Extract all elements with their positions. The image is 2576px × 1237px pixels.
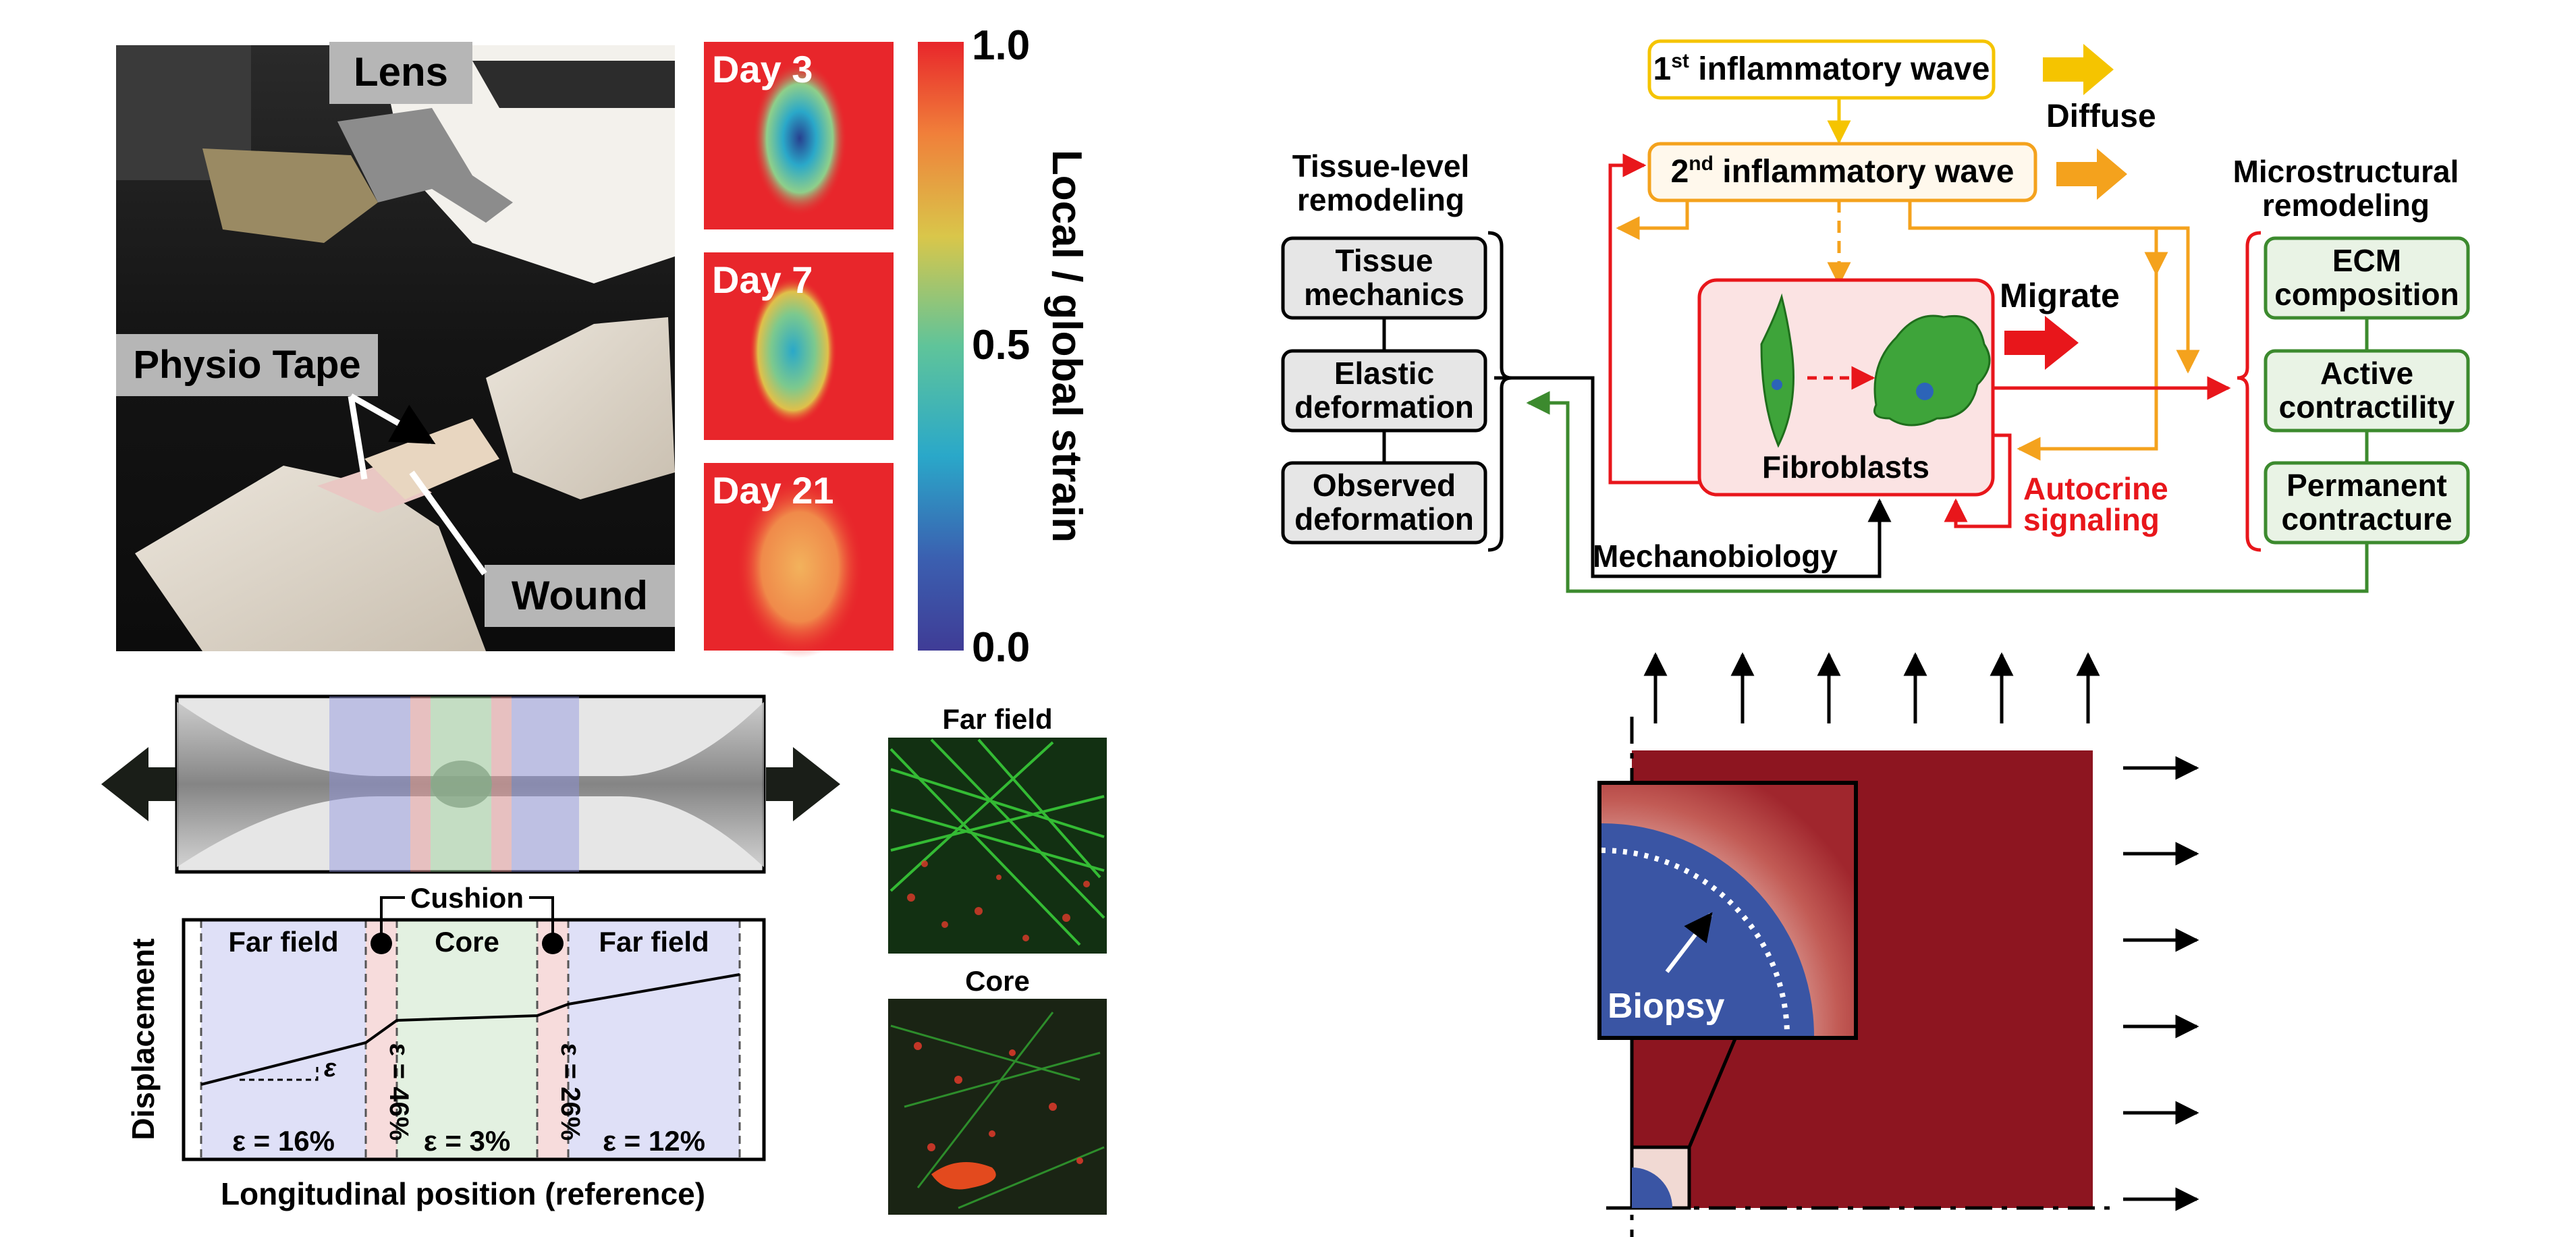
- biopsy-boundary: [1601, 848, 1790, 1037]
- day3-label: Day 3: [712, 48, 813, 90]
- mechanobiology-label: Mechanobiology: [1593, 539, 1838, 574]
- fibroblast-cell-right: [1873, 314, 1991, 427]
- wave1-box: 1st inflammatory wave: [1647, 39, 1996, 100]
- wave2-label: 2nd inflammatory wave: [1671, 153, 2015, 190]
- elastic-deformation-box: Elastic deformation: [1281, 349, 1487, 433]
- day7-label: Day 7: [712, 258, 813, 301]
- region-cushion-right: [537, 920, 568, 1159]
- permanent-contracture-box: Permanent contracture: [2264, 461, 2470, 545]
- fibroblasts-label: Fibroblasts: [1762, 449, 1929, 485]
- strain-map-day3: Day 3: [704, 42, 894, 229]
- displacement-curve: [200, 973, 740, 1086]
- colorbar-tick-max: 1.0: [972, 22, 1030, 69]
- fibroblast-cell-left: [1760, 293, 1794, 448]
- micro-title-line2: remodeling: [2262, 188, 2430, 223]
- strain-label-cushion-right: ε = 26%: [555, 1043, 585, 1141]
- svg-text:ECM: ECM: [2332, 243, 2401, 278]
- micro-bracket: [2237, 231, 2262, 552]
- fibroblasts-box: Fibroblasts: [1697, 278, 1995, 497]
- tissue-title-line2: remodeling: [1297, 182, 1464, 217]
- tissue-title-line1: Tissue-level: [1292, 148, 1470, 184]
- region-core: [397, 920, 537, 1159]
- fem-panel: Biopsy: [1597, 652, 2199, 1237]
- pull-right-arrow: [766, 747, 840, 821]
- region-far-field-right: [568, 920, 740, 1159]
- strain-label-far-field-left: ε = 16%: [232, 1125, 335, 1157]
- cushion-label: Cushion: [410, 882, 524, 914]
- observed-deformation-box: Observed deformation: [1281, 461, 1487, 545]
- svg-text:Active: Active: [2320, 356, 2413, 391]
- region-label-far-field-right: Far field: [599, 926, 709, 958]
- fem-inset: Biopsy: [1597, 781, 1858, 1040]
- svg-text:Elastic: Elastic: [1334, 356, 1434, 391]
- region-label-far-field-left: Far field: [228, 926, 338, 958]
- microscopy-core: Core: [888, 965, 1107, 1215]
- strain-label-far-field-right: ε = 12%: [603, 1125, 705, 1157]
- svg-text:contractility: contractility: [2279, 389, 2455, 424]
- colorbar: 1.0 0.5 0.0 Local / global strain: [918, 22, 1090, 671]
- svg-text:Tissue: Tissue: [1336, 243, 1433, 278]
- migrate-arrow: [2004, 316, 2079, 370]
- micro-title-line1: Microstructural: [2233, 154, 2459, 189]
- microscopy-core-label: Core: [965, 965, 1030, 997]
- diffuse-label: Diffuse: [2046, 99, 2156, 134]
- region-label-core: Core: [435, 926, 499, 958]
- microscopy-far-field-label: Far field: [942, 703, 1052, 735]
- svg-text:Permanent: Permanent: [2286, 468, 2447, 503]
- wound-callout: Wound: [409, 470, 675, 627]
- svg-text:contracture: contracture: [2281, 501, 2452, 537]
- strain-label-core: ε = 3%: [424, 1125, 511, 1157]
- colorbar-tick-mid: 0.5: [972, 322, 1030, 368]
- colorbar-tick-min: 0.0: [972, 624, 1030, 671]
- ecm-composition-box: ECM composition: [2264, 236, 2470, 320]
- microscopy-far-field: Far field: [888, 703, 1107, 954]
- svg-text:deformation: deformation: [1294, 389, 1474, 424]
- slope-epsilon: ε: [324, 1054, 337, 1082]
- displacement-plot: ε Far field Core Far field ε = 16% ε = 4…: [126, 882, 766, 1211]
- autocrine-label-line1: Autocrine: [2023, 471, 2168, 506]
- wave2-box: 2nd inflammatory wave: [1647, 142, 2037, 202]
- tensile-specimen: [101, 694, 840, 874]
- strain-label-cushion-left: ε = 46%: [384, 1043, 414, 1141]
- tissue-bracket: [1487, 231, 1512, 552]
- biopsy-label: Biopsy: [1608, 987, 1724, 1026]
- strain-map-day21: Day 21: [704, 463, 894, 658]
- pull-left-arrow: [101, 747, 175, 821]
- wave1-label: 1st inflammatory wave: [1653, 50, 1990, 87]
- svg-text:Observed: Observed: [1313, 468, 1456, 503]
- wound-label: Wound: [512, 573, 648, 618]
- migrate-label: Migrate: [2000, 277, 2120, 314]
- day21-label: Day 21: [712, 469, 834, 512]
- physio-tape-callout: Physio Tape: [116, 334, 436, 480]
- lens-callout: Lens: [329, 42, 472, 104]
- x-axis-label: Longitudinal position (reference): [221, 1176, 705, 1211]
- strain-map-day7: Day 7: [704, 252, 894, 440]
- y-axis-label: Displacement: [126, 938, 161, 1140]
- svg-text:composition: composition: [2274, 277, 2459, 312]
- experiment-photo: [116, 45, 675, 651]
- green-feedback-arrow: [1526, 391, 2369, 593]
- tissue-mechanics-box: Tissue mechanics: [1281, 236, 1487, 320]
- region-far-field-left: [201, 920, 366, 1159]
- lens-label: Lens: [354, 49, 448, 94]
- svg-text:mechanics: mechanics: [1304, 277, 1464, 312]
- autocrine-label-line2: signaling: [2023, 502, 2160, 537]
- physio-tape-label: Physio Tape: [133, 343, 360, 387]
- colorbar-title: Local / global strain: [1043, 150, 1090, 543]
- wave2-diffuse-arrow: [2056, 148, 2127, 200]
- wave1-diffuse-arrow: [2043, 44, 2114, 95]
- active-contractility-box: Active contractility: [2264, 349, 2470, 433]
- svg-text:deformation: deformation: [1294, 501, 1474, 537]
